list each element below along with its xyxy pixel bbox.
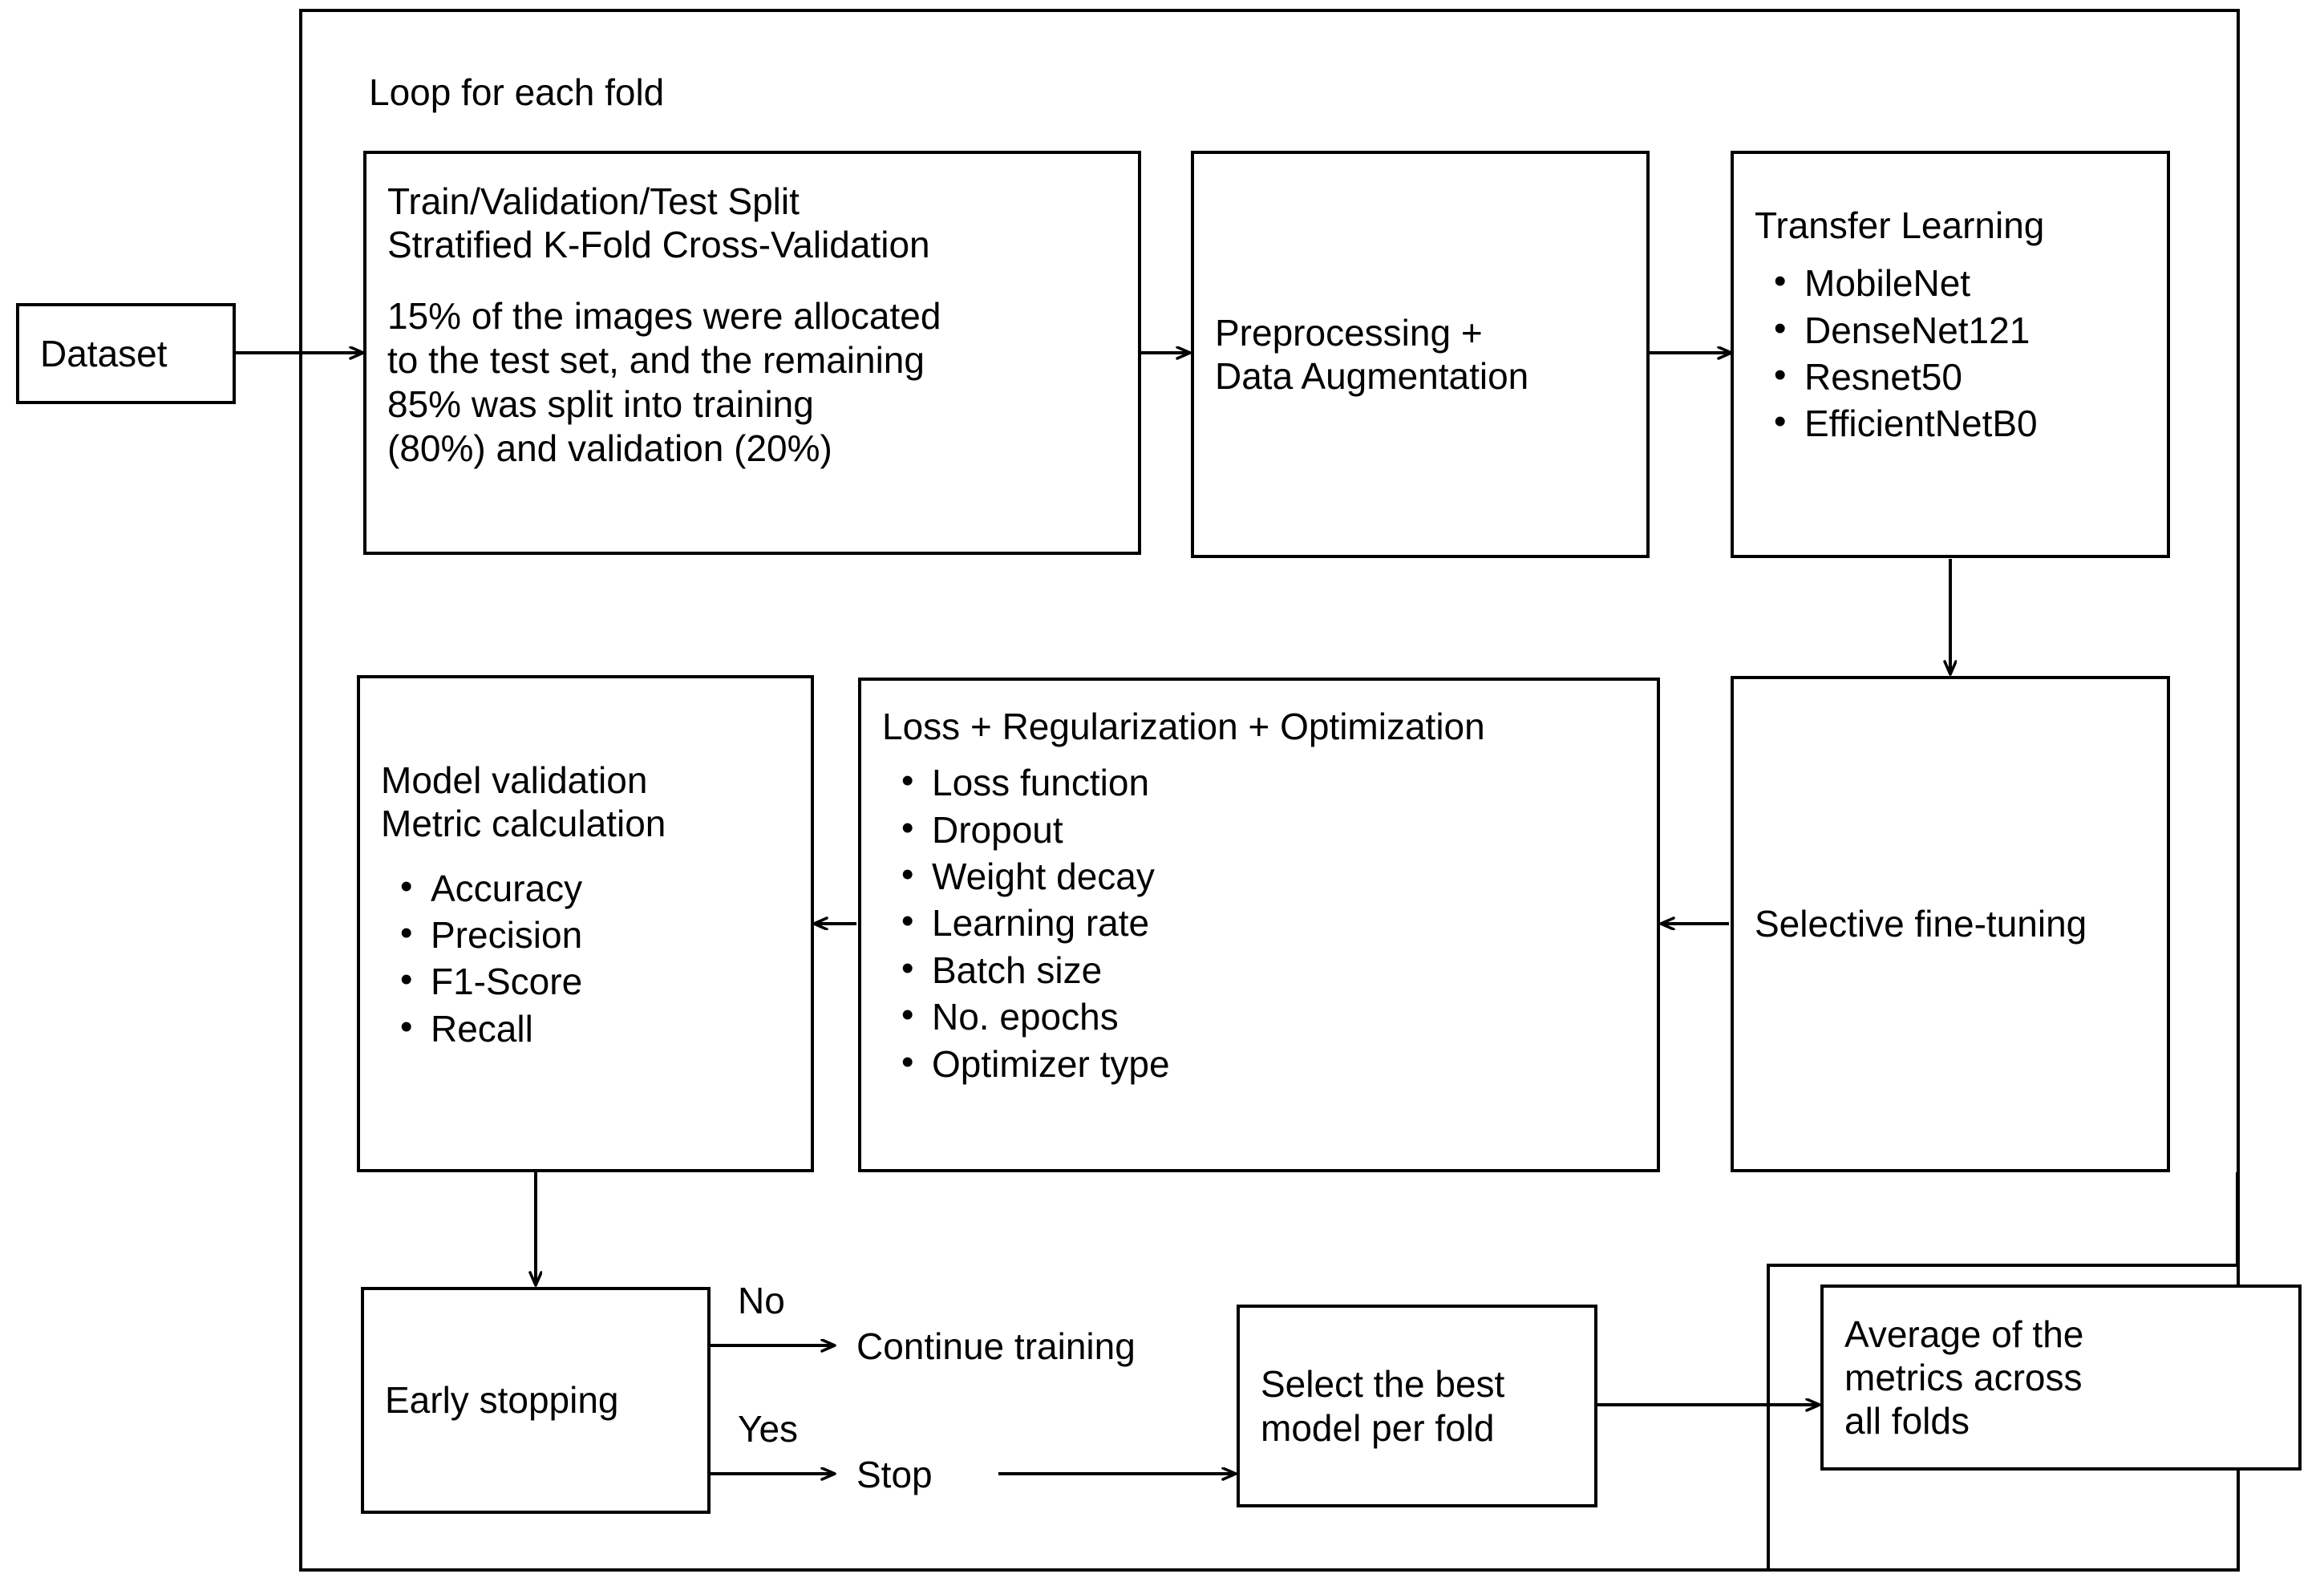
list-item: Resnet50 [1774, 353, 2146, 400]
node-preprocessing-data-augmentation[interactable]: Preprocessing + Data Augmentation [1191, 151, 1650, 558]
split-paragraph-line-2: to the test set, and the remaining [387, 338, 925, 381]
loop-container [299, 9, 2240, 1572]
preprocessing-line-2: Data Augmentation [1215, 355, 1529, 397]
transfer-learning-list: MobileNet DenseNet121 Resnet50 Efficient… [1755, 259, 2146, 447]
node-select-best-model-per-fold[interactable]: Select the best model per fold [1237, 1305, 1597, 1507]
model-validation-spacer [381, 846, 790, 865]
list-item: Weight decay [901, 852, 1636, 900]
list-item: DenseNet121 [1774, 306, 2146, 354]
node-average-metrics-across-folds[interactable]: Average of the metrics across all folds [1820, 1285, 2302, 1471]
loss-block-list: Loss function Dropout Weight decay Learn… [882, 759, 1636, 1087]
split-line-1: Train/Validation/Test Split [387, 180, 800, 222]
list-item: Learning rate [901, 899, 1636, 946]
average-metrics-line-3: all folds [1844, 1400, 1970, 1442]
edge-label-no: No [738, 1280, 785, 1321]
average-metrics-line-1: Average of the [1844, 1313, 2084, 1355]
early-stopping-label: Early stopping [385, 1379, 619, 1422]
list-item: MobileNet [1774, 259, 2146, 306]
node-early-stopping[interactable]: Early stopping [361, 1287, 711, 1514]
split-spacer [387, 267, 1117, 294]
model-validation-line-1: Model validation [381, 759, 648, 801]
list-item: Precision [400, 911, 790, 958]
list-item: No. epochs [901, 993, 1636, 1040]
loss-block-spacer [882, 748, 1636, 759]
node-selective-fine-tuning[interactable]: Selective fine-tuning [1731, 676, 2170, 1172]
node-dataset[interactable]: Dataset [16, 303, 236, 404]
list-item: Optimizer type [901, 1040, 1636, 1087]
list-item: F1-Score [400, 957, 790, 1005]
edge-label-yes: Yes [738, 1408, 799, 1450]
list-item: Recall [400, 1005, 790, 1052]
preprocessing-line-1: Preprocessing + [1215, 311, 1483, 354]
list-item: EfficientNetB0 [1774, 399, 2146, 447]
list-item: Batch size [901, 946, 1636, 993]
split-paragraph-line-1: 15% of the images were allocated [387, 294, 941, 337]
node-loss-regularization-optimization[interactable]: Loss + Regularization + Optimization Los… [858, 678, 1660, 1172]
node-dataset-label: Dataset [40, 332, 168, 374]
transfer-learning-title: Transfer Learning [1755, 204, 2045, 246]
edge-label-continue-training: Continue training [856, 1325, 1136, 1367]
split-paragraph-line-3: 85% was split into training [387, 382, 814, 425]
transfer-learning-spacer [1755, 247, 2146, 260]
select-best-model-line-2: model per fold [1261, 1406, 1495, 1449]
loss-block-title: Loss + Regularization + Optimization [882, 706, 1485, 747]
node-model-validation[interactable]: Model validation Metric calculation Accu… [357, 675, 814, 1172]
split-paragraph-line-4: (80%) and validation (20%) [387, 427, 832, 470]
split-line-2: Stratified K-Fold Cross-Validation [387, 224, 930, 266]
select-best-model-line-1: Select the best [1261, 1363, 1505, 1406]
edge-label-stop: Stop [856, 1454, 933, 1495]
list-item: Loss function [901, 759, 1636, 806]
selective-fine-tuning-label: Selective fine-tuning [1755, 903, 2087, 945]
model-validation-metrics-list: Accuracy Precision F1-Score Recall [381, 864, 790, 1053]
list-item: Dropout [901, 806, 1636, 853]
average-metrics-line-2: metrics across [1844, 1356, 2083, 1398]
list-item: Accuracy [400, 864, 790, 912]
model-validation-line-2: Metric calculation [381, 803, 666, 845]
node-transfer-learning[interactable]: Transfer Learning MobileNet DenseNet121 … [1731, 151, 2170, 558]
loop-label: Loop for each fold [369, 71, 665, 113]
node-train-validation-test-split[interactable]: Train/Validation/Test Split Stratified K… [363, 151, 1141, 555]
